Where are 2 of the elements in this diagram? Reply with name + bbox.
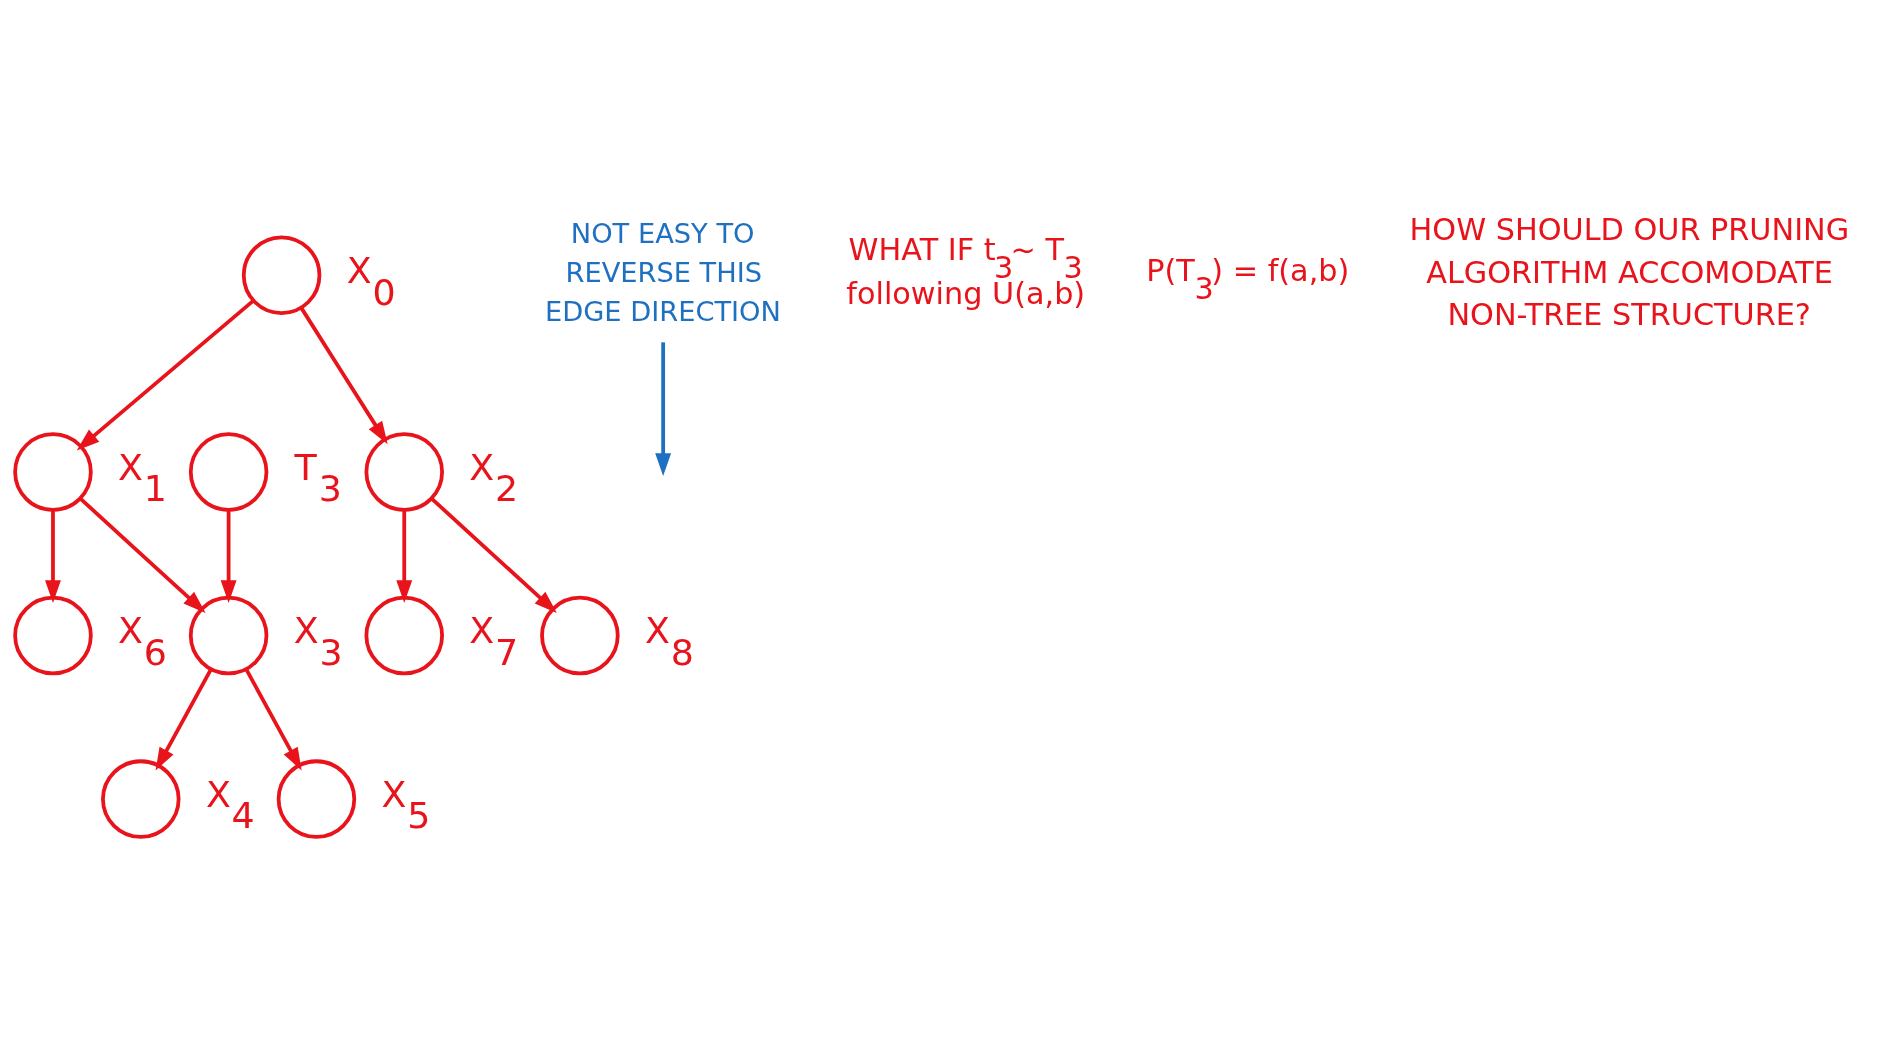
label: HOW SHOULD OUR PRUNING ALGORITHM ACCOMODATE NON-TREE STRUCTURE? xyxy=(1409,211,1850,332)
node-text: NOT EASY TO REVERSE THIS EDGE DIRECTION xyxy=(545,217,781,327)
